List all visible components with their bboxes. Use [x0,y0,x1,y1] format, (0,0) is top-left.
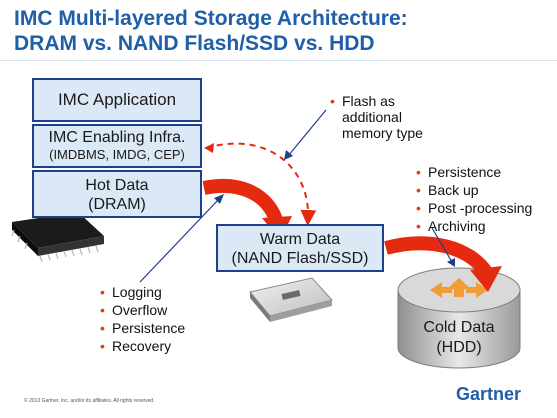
flash-note-text: Flash as additional memory type [330,93,423,141]
cold-data-label: Cold Data (HDD) [398,318,520,358]
list-item: Post -processing [416,199,532,217]
title-line-1: IMC Multi-layered Storage Architecture: [14,7,408,30]
imc-enabling-infra-sublabel: (IMDBMS, IMDG, CEP) [49,147,185,162]
left-bullet-list: Logging Overflow Persistence Recovery [100,283,185,355]
diagram-title: IMC Multi-layered Storage Architecture: … [14,6,544,56]
list-item: Logging [100,283,185,301]
warm-data-sublabel: (NAND Flash/SSD) [231,250,369,267]
list-item: Persistence [416,163,532,181]
flash-note-pointer [287,109,327,157]
imc-enabling-infra-box: IMC Enabling Infra. (IMDBMS, IMDG, CEP) [32,124,202,168]
cold-data-subtitle: (HDD) [436,339,482,356]
flash-dashed-connector [204,142,317,226]
list-item: Archiving [416,217,532,235]
title-line-2: DRAM vs. NAND Flash/SSD vs. HDD [14,32,375,55]
list-item: Back up [416,181,532,199]
imc-application-box: IMC Application [32,78,202,122]
warm-data-box: Warm Data (NAND Flash/SSD) [216,224,384,272]
title-divider [0,60,557,61]
list-item: Recovery [100,337,185,355]
cold-data-title: Cold Data [423,319,495,336]
imc-enabling-infra-label: IMC Enabling Infra. [48,129,186,146]
warm-to-cold-arrow [384,236,502,292]
dram-chip-icon [11,212,104,263]
hot-data-label: Hot Data [85,177,149,194]
ssd-drive-icon [249,277,333,322]
list-item: Overflow [100,301,185,319]
imc-application-label: IMC Application [57,90,177,109]
warm-data-label: Warm Data [259,231,341,248]
gartner-logo: Gartner [456,384,522,404]
copyright-footer: © 2013 Gartner, Inc. and/or its affiliat… [24,398,155,404]
hot-data-sublabel: (DRAM) [88,196,146,213]
list-item: Persistence [100,319,185,337]
hot-data-box: Hot Data (DRAM) [32,170,202,218]
flash-note: Flash as additional memory type [330,93,423,141]
left-bullets-pointer [139,197,221,283]
right-bullet-list: Persistence Back up Post -processing Arc… [416,163,532,235]
